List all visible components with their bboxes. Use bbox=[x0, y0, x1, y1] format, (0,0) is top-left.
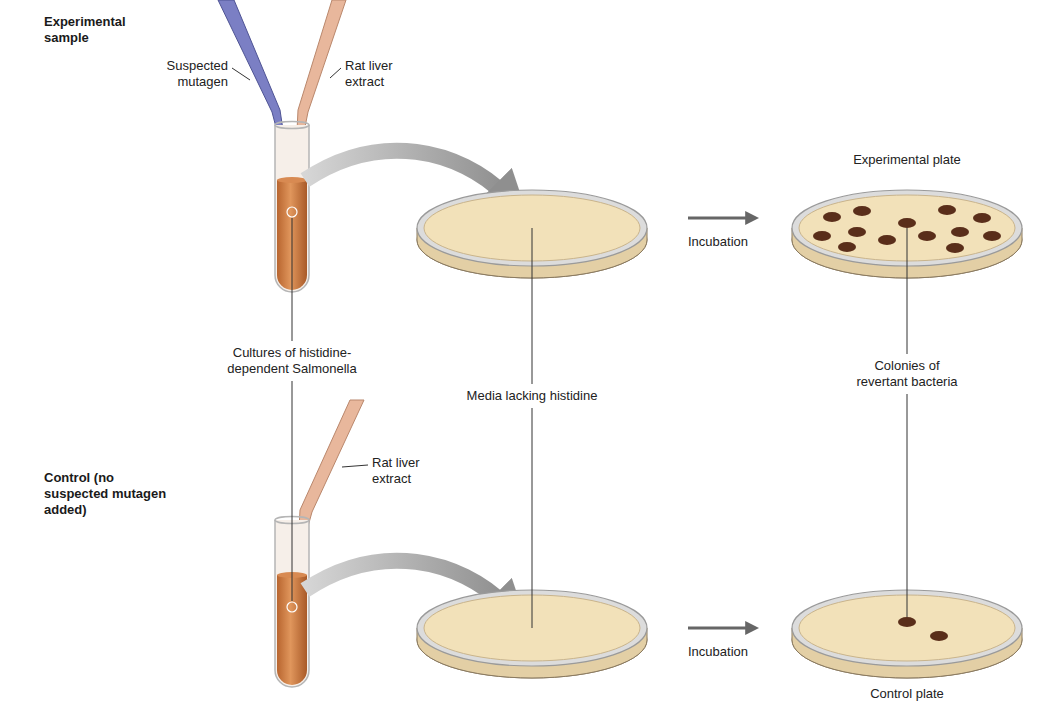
leader-line bbox=[532, 228, 533, 384]
leader-line bbox=[907, 394, 908, 617]
leader-line bbox=[907, 228, 908, 354]
leader-line bbox=[532, 408, 533, 628]
step-label: Incubation bbox=[678, 234, 758, 250]
leader-line bbox=[232, 68, 250, 80]
leader-line bbox=[292, 381, 293, 601]
leader-line bbox=[342, 465, 368, 467]
leader-line bbox=[330, 68, 341, 78]
section-heading: Experimental sample bbox=[44, 14, 154, 46]
part-label: Suspected mutagen bbox=[148, 58, 228, 90]
plate-label: Control plate bbox=[842, 686, 972, 702]
step-label: Incubation bbox=[678, 644, 758, 660]
part-label: Media lacking histidine bbox=[452, 388, 612, 404]
part-label: Colonies of revertant bacteria bbox=[852, 358, 962, 390]
leader-line bbox=[292, 218, 293, 341]
plate-label: Experimental plate bbox=[842, 152, 972, 168]
part-label: Rat liver extract bbox=[345, 58, 425, 90]
part-label: Cultures of histidine-dependent Salmonel… bbox=[222, 345, 362, 377]
part-label: Rat liver extract bbox=[372, 455, 452, 487]
section-heading: Control (no suspected mutagen added) bbox=[44, 470, 174, 518]
